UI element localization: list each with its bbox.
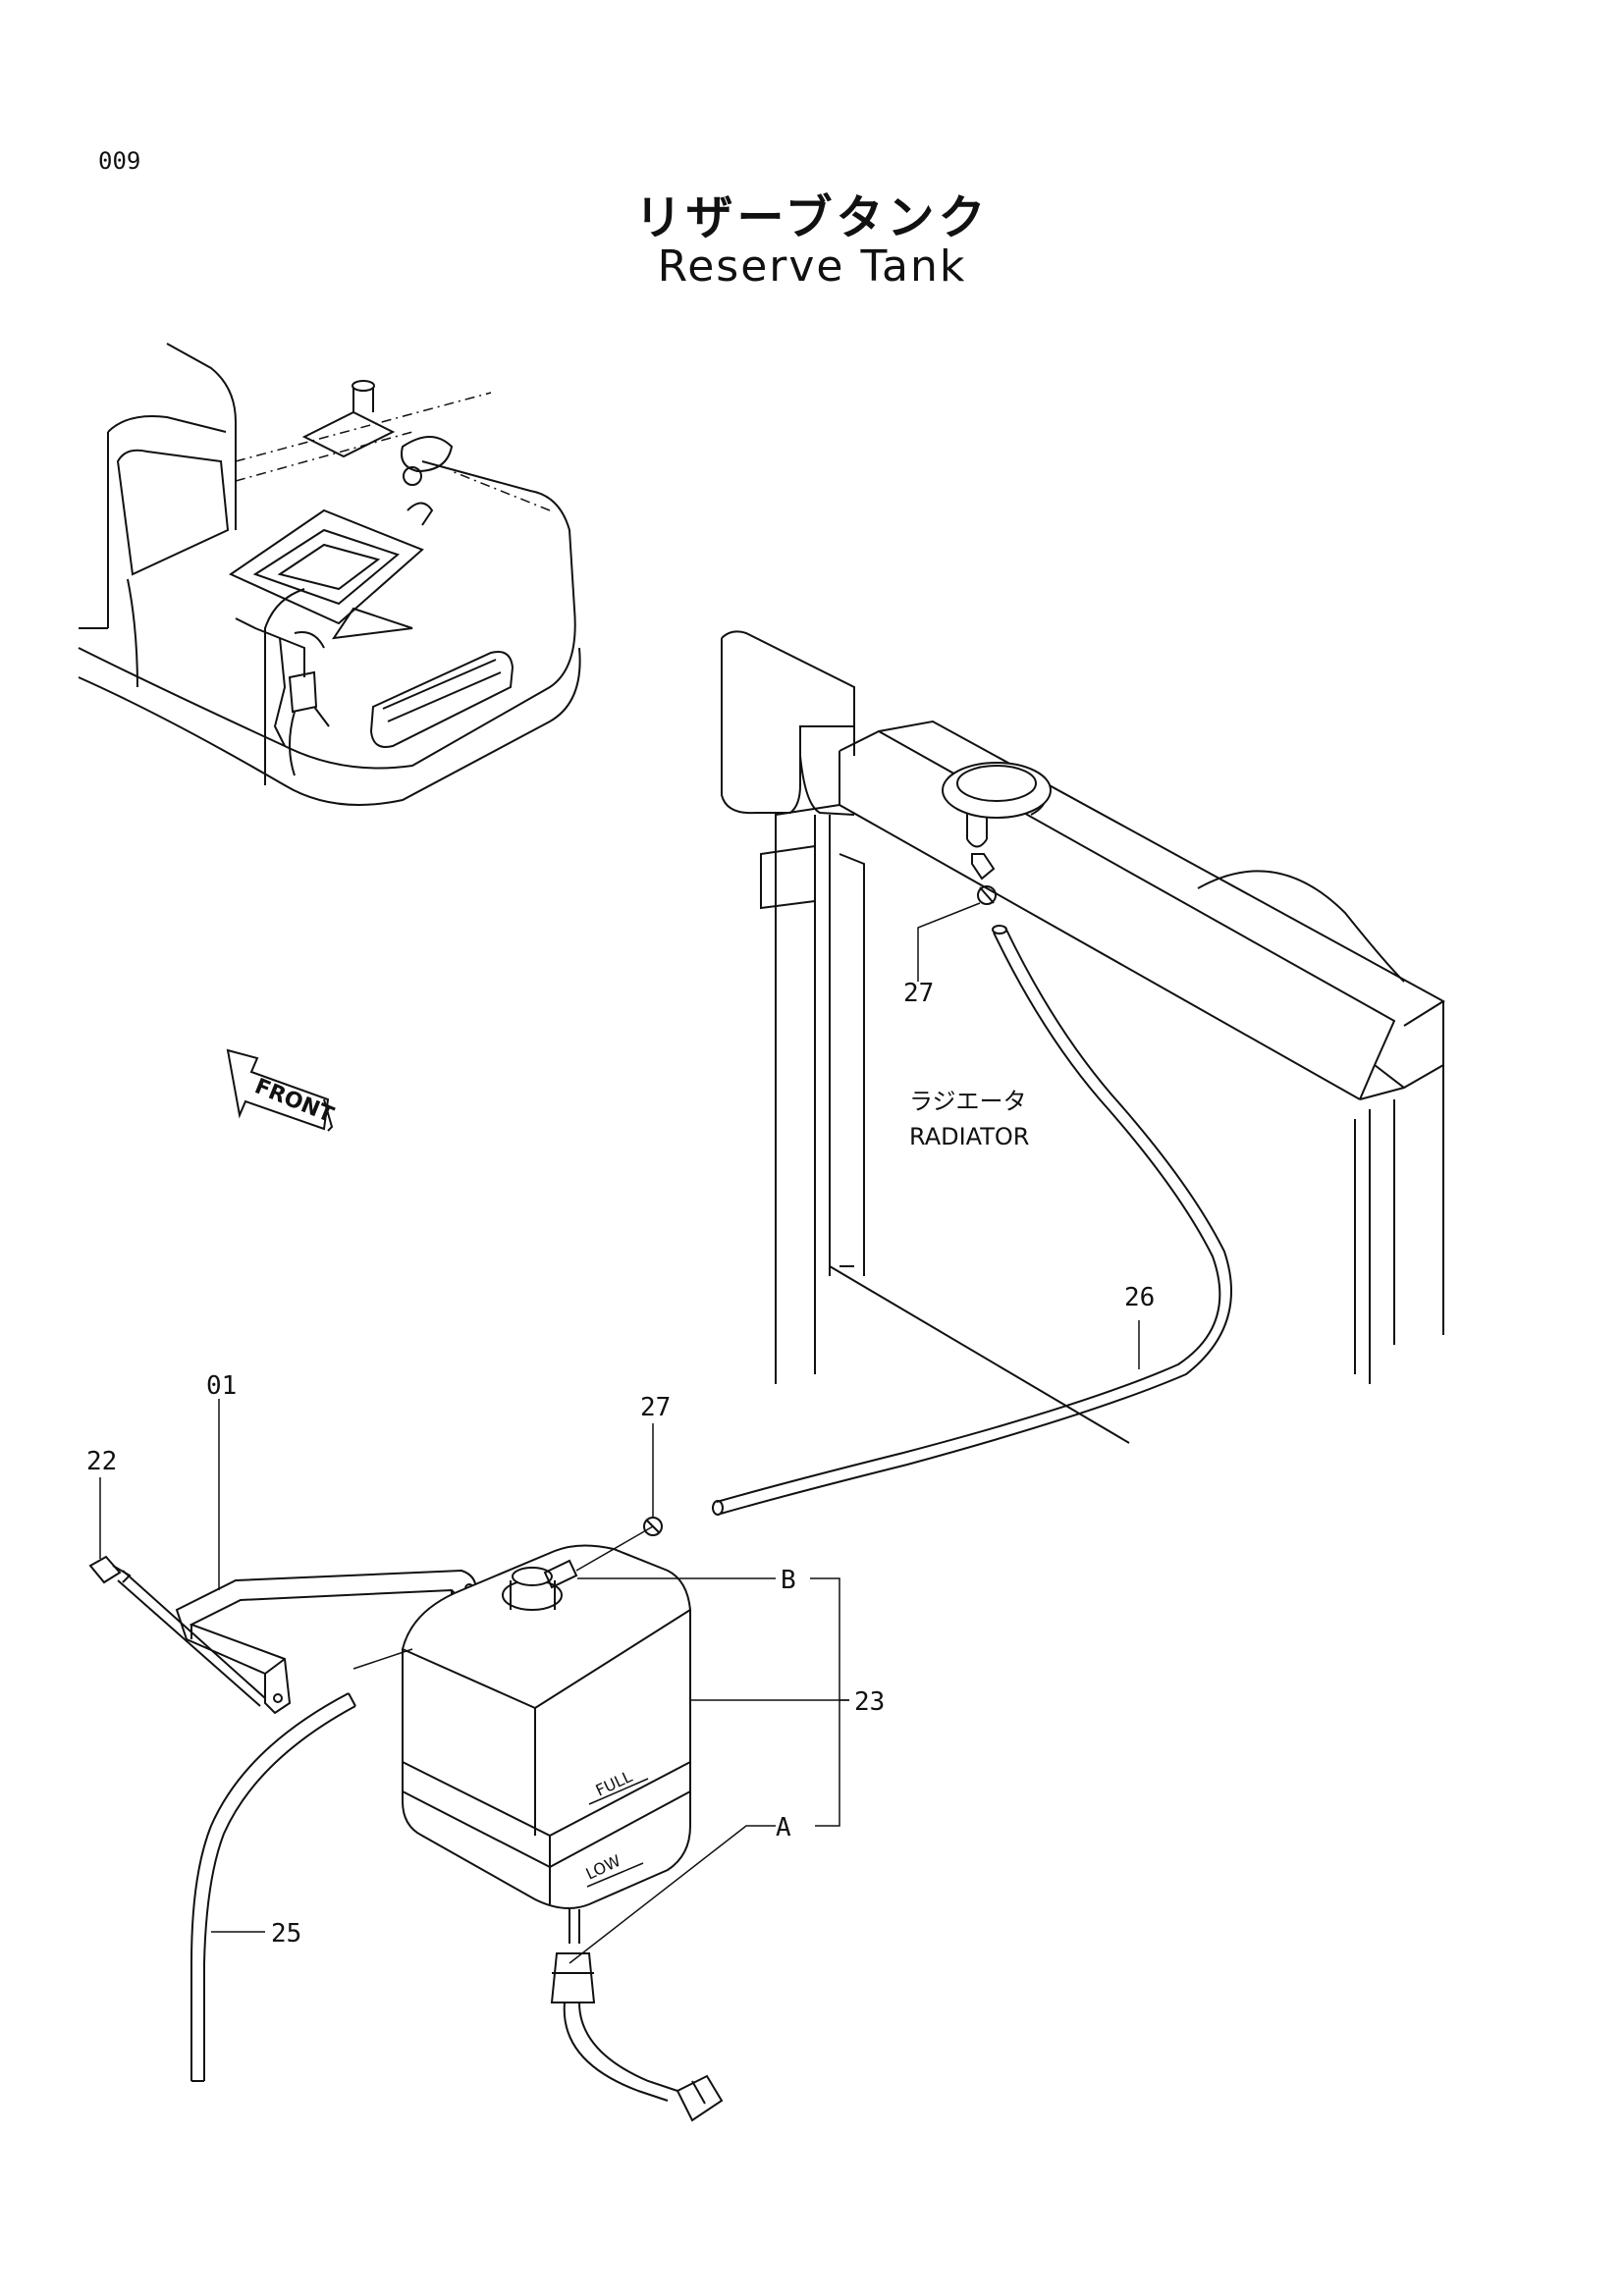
radiator-label-jp: ラジエータ (909, 1088, 1027, 1115)
radiator-label-en: RADIATOR (909, 1123, 1029, 1150)
callout-01: 01 (206, 1371, 237, 1401)
front-arrow-label: FRONT (251, 1074, 337, 1128)
hose-26 (712, 925, 1232, 1516)
hose-25 (190, 1692, 356, 2082)
callout-27-upper: 27 (903, 979, 934, 1008)
front-arrow: FRONT (226, 1048, 337, 1132)
callout-23: 23 (854, 1687, 885, 1717)
callout-A: A (776, 1813, 791, 1842)
title-japanese: リザーブタンク (634, 190, 990, 245)
callout-B: B (781, 1566, 796, 1595)
clamp-27-upper (917, 885, 997, 982)
machine-overview (78, 343, 581, 806)
title-english: Reserve Tank (657, 241, 967, 292)
reserve-tank-23: FULL LOW (402, 1544, 724, 2122)
callout-22: 22 (86, 1447, 117, 1476)
clamp-27-lower (643, 1423, 663, 1536)
page-number: 009 (98, 147, 141, 175)
radiator (721, 630, 1445, 1444)
callout-27-lower: 27 (640, 1393, 671, 1422)
callout-25: 25 (271, 1919, 301, 1949)
callout-26: 26 (1124, 1283, 1155, 1312)
bolt-22 (88, 1477, 266, 1707)
